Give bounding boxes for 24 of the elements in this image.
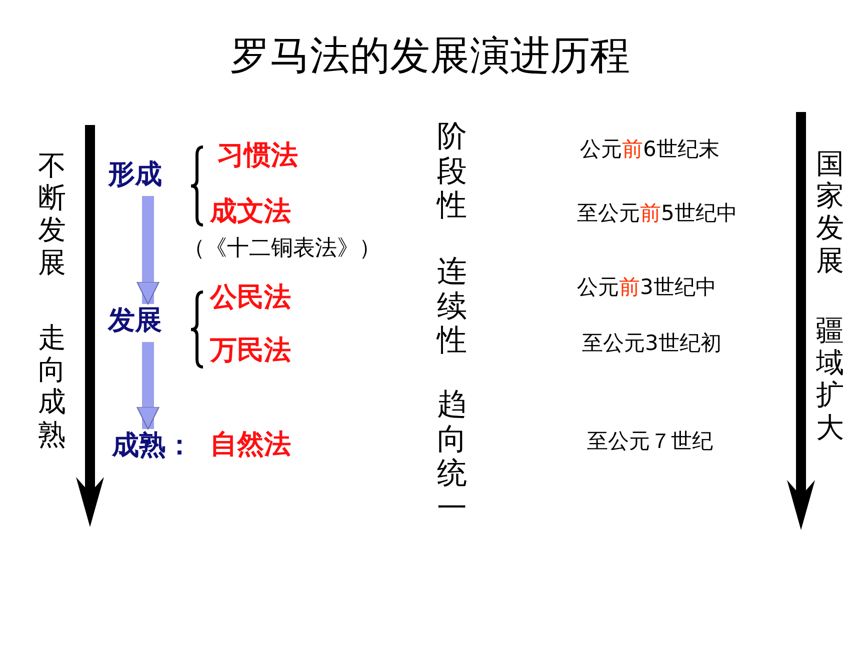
- law-name: 习惯法: [217, 141, 298, 171]
- law-name: 万民法: [210, 336, 291, 366]
- block-arrow: [136, 342, 160, 430]
- period-label: 公元前3世纪中: [577, 276, 716, 300]
- side-caption: 走向成熟: [38, 322, 66, 451]
- title: 罗马法的发展演进历程: [229, 34, 631, 78]
- law-name: 自然法: [210, 430, 291, 460]
- block-arrow: [136, 196, 160, 304]
- side-caption: 不断发展: [38, 150, 66, 279]
- stage-label: 形成: [108, 160, 162, 190]
- feature-label: 趋向统一: [437, 388, 467, 526]
- feature-label: 阶段性: [437, 120, 467, 224]
- period-label: 至公元前5世纪中: [577, 202, 738, 226]
- law-name: 成文法: [210, 197, 291, 227]
- feature-label: 连续性: [437, 255, 467, 358]
- period-label: 公元前6世纪末: [580, 138, 720, 162]
- side-caption: 疆域扩大: [816, 315, 844, 444]
- stage-label: 成熟：: [112, 431, 193, 461]
- period-label: 至公元７世纪: [587, 430, 713, 454]
- law-name: 公民法: [210, 283, 291, 313]
- stage-label: 发展: [108, 306, 162, 336]
- period-label: 至公元3世纪初: [582, 332, 722, 356]
- side-caption: 国家发展: [816, 148, 844, 277]
- law-note: （《十二铜表法》）: [183, 237, 381, 262]
